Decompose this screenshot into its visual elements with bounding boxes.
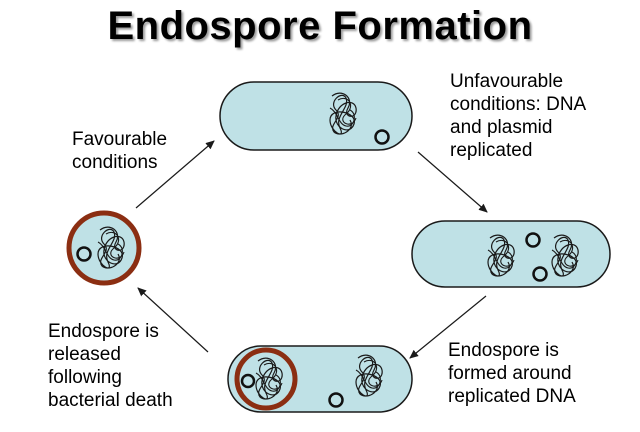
label-line: and plasmid [450, 117, 553, 138]
plasmid-icon [525, 232, 541, 248]
plasmid-icon [532, 266, 548, 282]
arrow-spore-released [137, 287, 209, 353]
label-endospore-released: Endospore is released following bacteria… [48, 320, 173, 412]
label-unfavourable-conditions: Unfavourable conditions: DNA and plasmid… [450, 70, 586, 162]
label-line: formed around [448, 363, 572, 384]
label-line: following [48, 367, 122, 388]
bacterium-endospore-forming [227, 345, 413, 413]
plasmid-icon [240, 373, 256, 389]
label-line: Endospore is [448, 340, 559, 361]
label-line: Favourable [72, 129, 168, 150]
arrow-spore-forms [409, 295, 487, 359]
endospore-coat [234, 347, 298, 411]
label-line: replicated DNA [448, 386, 576, 407]
label-line: released [48, 344, 121, 365]
bacterium-replicated [411, 220, 611, 288]
released-endospore [66, 210, 142, 286]
page-title: Endospore Formation [107, 4, 533, 48]
label-endospore-formed: Endospore is formed around replicated DN… [448, 339, 576, 408]
plasmid-icon [328, 392, 344, 408]
label-line: conditions: DNA [450, 94, 587, 115]
label-line: Endospore is [48, 321, 159, 342]
label-line: Unfavourable [450, 71, 564, 92]
plasmid-icon [374, 129, 390, 145]
plasmid-icon [76, 246, 92, 262]
label-line: bacterial death [48, 390, 173, 411]
arrow-unfavourable [417, 151, 488, 213]
label-line: conditions [72, 152, 158, 173]
arrow-favourable [135, 140, 215, 209]
label-favourable-conditions: Favourable conditions [72, 128, 167, 174]
label-line: replicated [450, 140, 533, 161]
bacterium-vegetative [219, 81, 413, 151]
